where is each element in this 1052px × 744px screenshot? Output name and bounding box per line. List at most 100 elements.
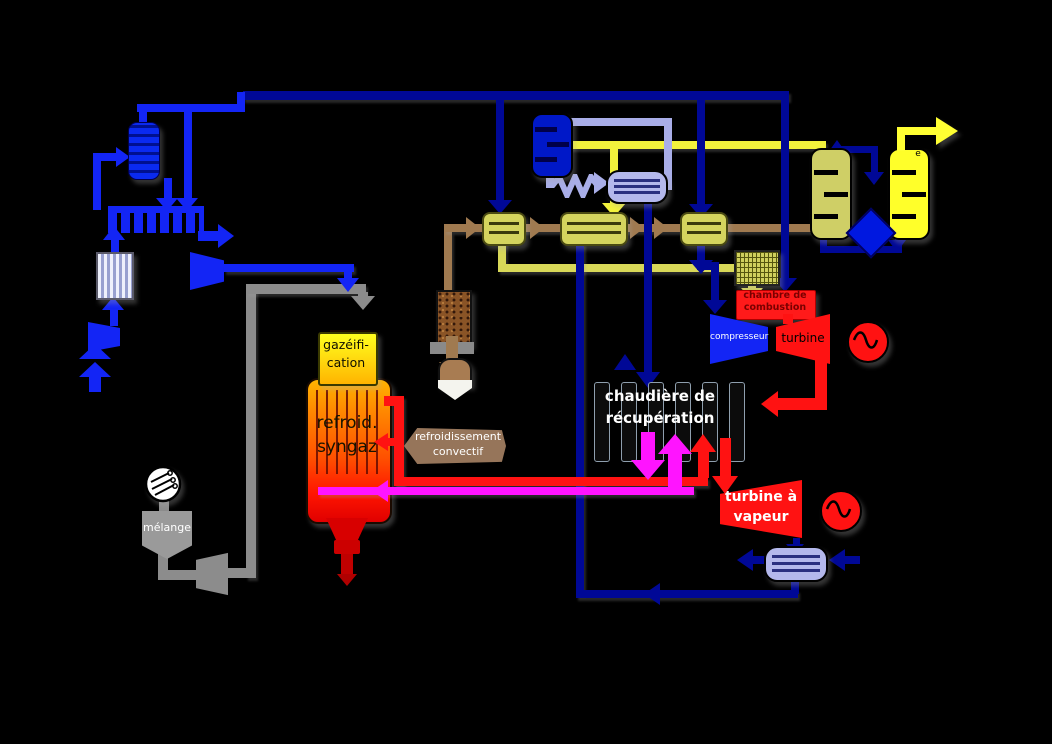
combustion-chamber <box>736 290 816 320</box>
condenser-out-stub <box>752 556 766 564</box>
asu-right-downcomer <box>184 112 192 202</box>
steam-riser-to-boiler <box>698 450 709 478</box>
cooling-in-stub <box>844 556 860 564</box>
air-arrow-compressor <box>703 300 727 314</box>
fan-to-filter-arrow <box>102 297 124 310</box>
generator-sine-icon <box>825 500 852 518</box>
gasifier-body-label-1: refroid. <box>316 413 378 433</box>
solvent-heat-exchanger <box>606 170 668 204</box>
air-separation-column <box>128 122 160 180</box>
mixer-label: mélange <box>142 521 191 534</box>
bottom-loop-v-left <box>820 232 827 252</box>
clean-gas-pipe-horizontal <box>498 264 738 272</box>
hx-bank-teeth <box>108 213 204 233</box>
nitrogen-branch-cooler1 <box>496 100 504 202</box>
steam-up-shaft <box>668 452 682 492</box>
pump-out-pipe <box>226 568 256 578</box>
condenser <box>764 546 828 582</box>
air-to-compressor <box>711 262 719 302</box>
steam-riser-arrow <box>690 434 716 452</box>
solvent-riser <box>664 118 672 190</box>
air-elbow <box>697 262 719 270</box>
product-gas-riser <box>897 131 905 151</box>
filter-to-bank-stub <box>111 240 119 254</box>
slurry-riser <box>246 288 256 578</box>
slurry-pump <box>196 552 228 596</box>
air-intake-shaft <box>89 374 101 392</box>
gasifier-tube-bank <box>316 390 378 474</box>
steam-to-turbine-pipe <box>720 438 731 478</box>
mill-to-mixer-pipe <box>159 500 169 514</box>
slurry-inlet-stub <box>358 292 368 298</box>
gt-exhaust-arrow <box>761 391 778 417</box>
steam-up-arrowhead <box>658 434 692 454</box>
candle-filter <box>436 290 472 346</box>
convective-label-1: refroidissement <box>414 430 502 443</box>
scrubber-bottom <box>438 380 472 400</box>
asu-left-loop-h <box>93 153 119 161</box>
gasifier-body-label-2: syngaz <box>317 437 377 457</box>
hx-bank-header <box>108 206 204 213</box>
raw-syngas-arrow-1 <box>466 217 480 239</box>
oxygen-inlet-stub <box>344 270 352 280</box>
mixer-to-pump-pipe <box>158 570 198 580</box>
raw-syngas-arrow-3 <box>630 217 644 239</box>
absorber-column <box>531 113 573 178</box>
asu-left-arrow <box>116 147 130 167</box>
absorber-bottom-stub <box>546 172 554 188</box>
syngas-main-pipe <box>566 141 826 149</box>
steam-return-stub <box>388 438 398 446</box>
asu-top-pipe <box>137 104 245 112</box>
syngas-cooler-2 <box>560 212 628 246</box>
gasification-label-box <box>318 332 378 386</box>
hrsg-label-1: chaudière de <box>604 387 716 405</box>
boiler-water-pipe <box>318 487 694 495</box>
oxygen-inlet-arrow <box>337 278 359 292</box>
generator-sine-icon <box>852 331 879 349</box>
compressor-label: compresseur <box>710 332 769 342</box>
bottom-loop-arrow <box>888 240 906 252</box>
convective-cooling-banner <box>404 428 506 464</box>
asu-top-riser <box>237 92 245 108</box>
slurry-inlet-arrow <box>351 296 375 310</box>
nitrogen-branch-arrow-1 <box>488 200 512 214</box>
gasification-label-1: gazéifi- <box>323 337 369 352</box>
hrsg-label-2: récupération <box>605 409 715 427</box>
raw-syngas-arrow-4 <box>654 217 668 239</box>
steam-main-pipe <box>394 477 708 486</box>
air-intake-arrowhead-2 <box>79 362 111 377</box>
solvent-return-pipe <box>541 118 671 126</box>
gasification-label-2: cation <box>326 355 366 370</box>
gasifier-outlet-block <box>334 540 360 554</box>
mixer-down-pipe <box>158 554 168 580</box>
fan-to-filter-stub <box>110 310 118 326</box>
syngas-cooler-1 <box>482 212 526 246</box>
condensate-header <box>576 590 798 598</box>
combustion-chamber-label-1: chambre de <box>743 290 807 301</box>
saturator-loop-v2 <box>871 146 878 176</box>
cooling-in-arrow <box>829 549 845 571</box>
asu-feed-stub <box>198 231 222 241</box>
air-below-cooler3 <box>697 241 705 265</box>
raw-syngas-arrow-2 <box>530 217 544 239</box>
gasifier-slag-tip <box>337 574 357 586</box>
condensate-arrow <box>644 583 660 605</box>
saturator-packing-box <box>734 250 780 286</box>
air-intake-arrowhead-1 <box>79 344 111 359</box>
feedwater-riser <box>576 243 584 594</box>
steam-to-turbine-arrow <box>712 476 738 494</box>
lone-up-arrowhead <box>614 354 636 370</box>
nitrogen-main-pipe <box>243 91 789 100</box>
gas-turbine-label: turbine <box>781 331 825 345</box>
nitrogen-to-combustor <box>781 91 789 282</box>
oxygen-compressor <box>190 252 224 290</box>
gas-turbine-generator <box>847 321 889 363</box>
steam-turbine-label-1: turbine à <box>724 489 798 505</box>
combustor-to-turbine-stub <box>783 314 793 324</box>
condenser-out-arrow <box>737 549 753 571</box>
saturator-loop-arrow-down <box>864 172 884 185</box>
steam-downcomer <box>394 396 404 486</box>
steam-return-arrow <box>374 433 388 451</box>
product-gas-arrow <box>936 117 958 145</box>
